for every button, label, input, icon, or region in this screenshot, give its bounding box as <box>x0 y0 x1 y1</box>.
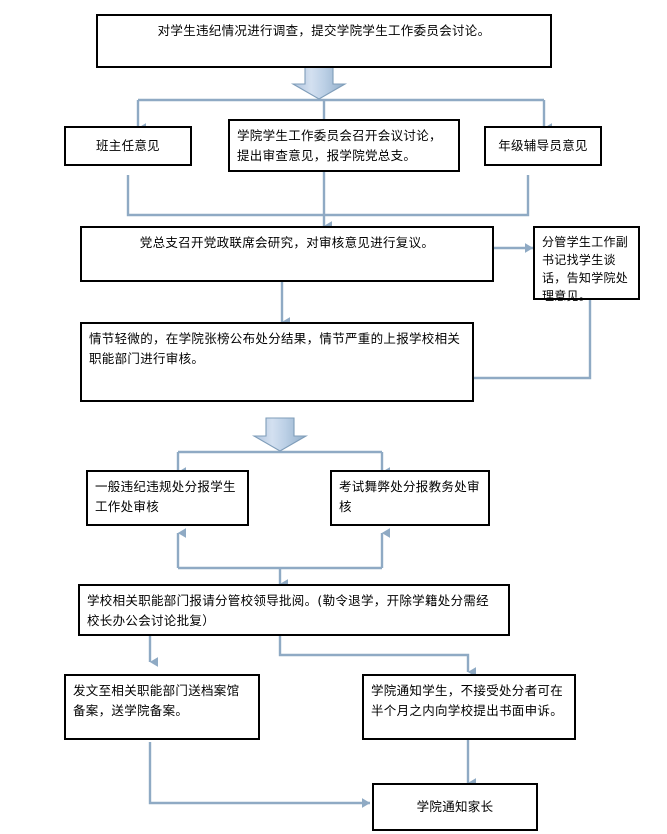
general-violation-text: 一般违纪违规处分报学生工作处审核 <box>95 479 236 514</box>
notify-parents-box[interactable]: 学院通知家长 <box>372 783 538 831</box>
committee-meeting-text: 学院学生工作委员会召开会议讨论，提出审查意见，报学院党总支。 <box>237 128 442 163</box>
school-approval-text: 学校相关职能部门报请分管校领导批阅。(勒令退学，开除学籍处分需经校长办公会讨论批… <box>87 593 489 628</box>
block-arrow-down-2 <box>251 417 309 452</box>
committee-meeting-box[interactable]: 学院学生工作委员会召开会议讨论，提出审查意见，报学院党总支。 <box>228 119 460 172</box>
notify-student-text: 学院通知学生，不接受处分者可在半个月之内向学校提出书面申诉。 <box>371 683 564 718</box>
grade-counselor-opinion-text: 年级辅导员意见 <box>498 138 588 153</box>
party-branch-review-box[interactable]: 党总支召开党政联席会研究，对审核意见进行复议。 <box>80 226 494 282</box>
deputy-secretary-talk-box[interactable]: 分管学生工作副书记找学生谈话，告知学院处理意见。 <box>533 226 640 303</box>
archive-filing-text: 发文至相关职能部门送档案馆备案，送学院备案。 <box>73 683 240 718</box>
class-teacher-opinion-text: 班主任意见 <box>95 138 160 153</box>
school-approval-box[interactable]: 学校相关职能部门报请分管校领导批阅。(勒令退学，开除学籍处分需经校长办公会讨论批… <box>78 584 510 636</box>
archive-filing-box[interactable]: 发文至相关职能部门送档案馆备案，送学院备案。 <box>64 674 260 740</box>
party-branch-review-text: 党总支召开党政联席会研究，对审核意见进行复议。 <box>139 235 435 250</box>
general-violation-box[interactable]: 一般违纪违规处分报学生工作处审核 <box>86 470 249 526</box>
notify-parents-text: 学院通知家长 <box>416 799 494 814</box>
exam-cheating-text: 考试舞弊处分报教务处审核 <box>339 479 480 514</box>
deputy-secretary-talk-text: 分管学生工作副书记找学生谈话，告知学院处理意见。 <box>542 235 629 303</box>
investigation-text: 对学生违纪情况进行调查，提交学院学生工作委员会讨论。 <box>157 23 491 38</box>
severity-handling-box[interactable]: 情节轻微的，在学院张榜公布处分结果，情节严重的上报学校相关职能部门进行审核。 <box>80 322 474 402</box>
block-arrow-down-1 <box>290 65 348 100</box>
exam-cheating-box[interactable]: 考试舞弊处分报教务处审核 <box>330 470 490 526</box>
investigation-box[interactable]: 对学生违纪情况进行调查，提交学院学生工作委员会讨论。 <box>96 14 552 68</box>
severity-handling-text: 情节轻微的，在学院张榜公布处分结果，情节严重的上报学校相关职能部门进行审核。 <box>89 331 461 366</box>
notify-student-box[interactable]: 学院通知学生，不接受处分者可在半个月之内向学校提出书面申诉。 <box>362 674 576 740</box>
grade-counselor-opinion-box[interactable]: 年级辅导员意见 <box>484 126 602 166</box>
class-teacher-opinion-box[interactable]: 班主任意见 <box>64 126 192 166</box>
